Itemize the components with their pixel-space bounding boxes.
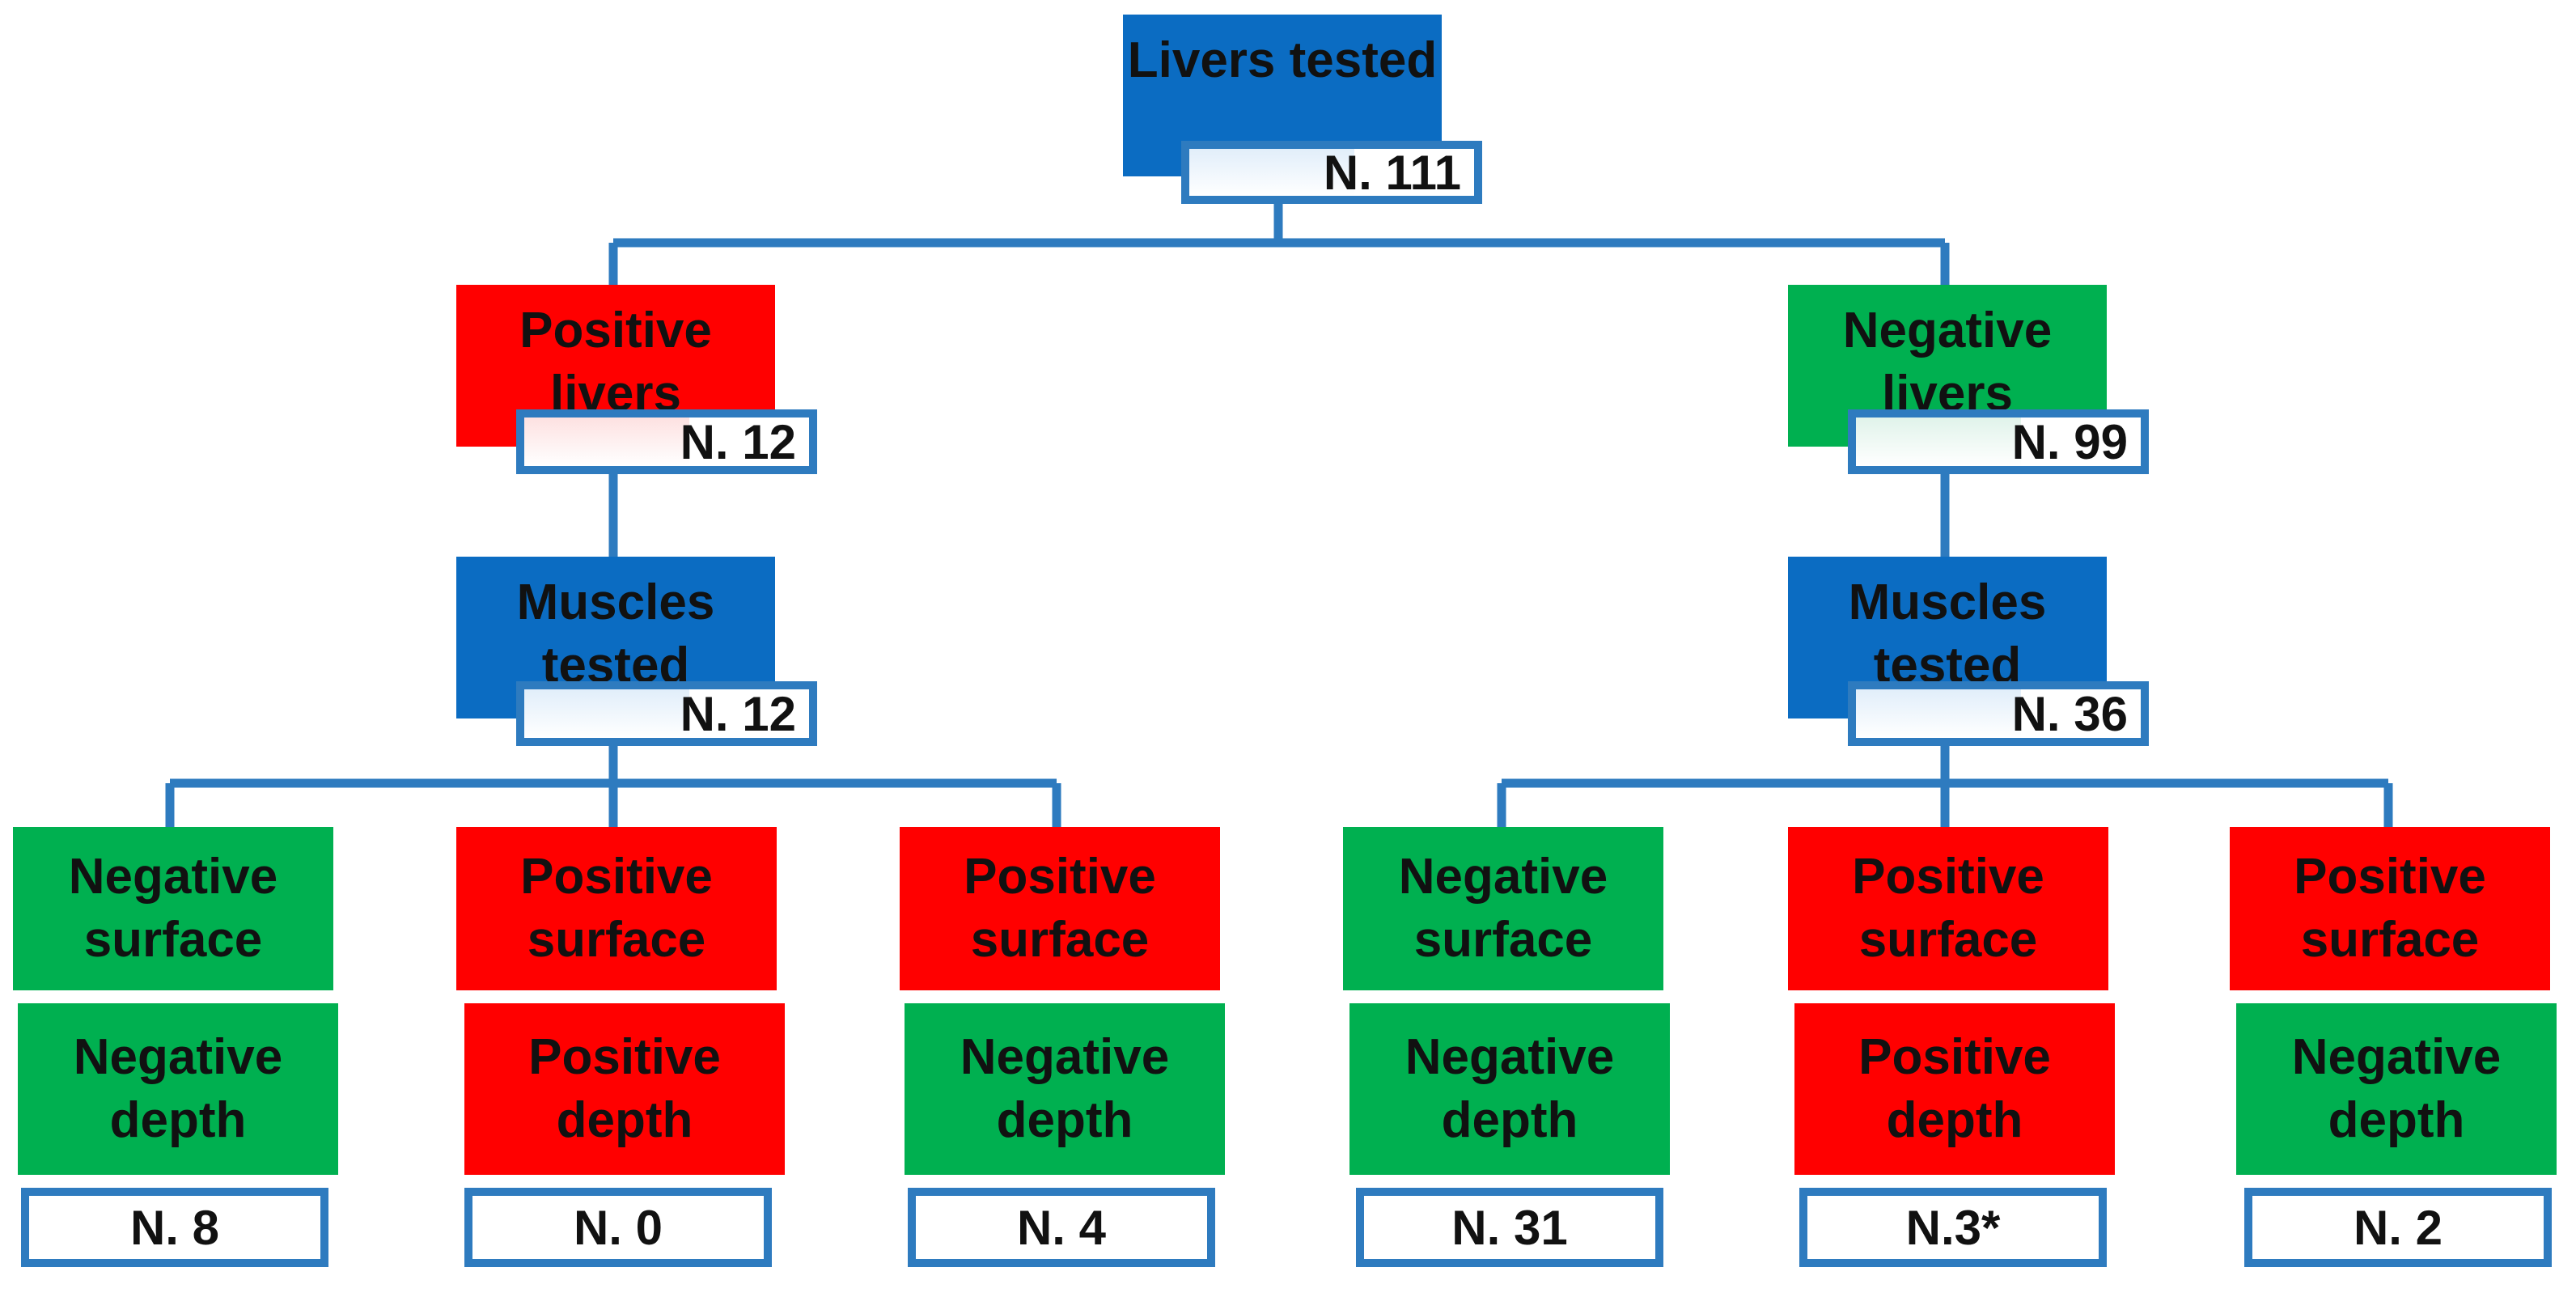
leaf-6-surface-label: Positive surface xyxy=(2294,849,2486,968)
leaf-3-count-value: N. 4 xyxy=(1016,1200,1107,1255)
leaf-3-count: N. 4 xyxy=(908,1188,1215,1267)
leaf-3-surface: Positive surface xyxy=(900,827,1220,990)
leaf-6-surface: Positive surface xyxy=(2230,827,2550,990)
node-negative-livers-label: Negative livers xyxy=(1842,303,2053,422)
leaf-6-count-value: N. 2 xyxy=(2353,1200,2443,1255)
leaf-1-depth-label: Negative depth xyxy=(73,1029,283,1148)
leaf-1-surface-label: Negative surface xyxy=(68,849,278,968)
leaf-4-count-value: N. 31 xyxy=(1451,1200,1568,1255)
node-positive-livers-label: Positive livers xyxy=(519,303,712,422)
count-livers-tested: N. 111 xyxy=(1181,141,1482,204)
node-muscles-tested-right-label: Muscles tested xyxy=(1848,574,2047,693)
leaf-2-count: N. 0 xyxy=(464,1188,772,1267)
count-negative-livers-value: N. 99 xyxy=(2011,414,2128,469)
leaf-6-depth: Negative depth xyxy=(2236,1003,2557,1175)
count-muscles-tested-left: N. 12 xyxy=(516,681,817,746)
leaf-6-count: N. 2 xyxy=(2244,1188,2552,1267)
leaf-2-depth-label: Positive depth xyxy=(528,1029,721,1148)
count-negative-livers: N. 99 xyxy=(1848,409,2149,474)
leaf-5-depth: Positive depth xyxy=(1794,1003,2115,1175)
count-muscles-tested-right-value: N. 36 xyxy=(2011,686,2128,741)
count-muscles-tested-right: N. 36 xyxy=(1848,681,2149,746)
node-muscles-tested-left-label: Muscles tested xyxy=(516,574,715,693)
leaf-1-count: N. 8 xyxy=(21,1188,328,1267)
leaf-2-count-value: N. 0 xyxy=(573,1200,663,1255)
leaf-3-depth: Negative depth xyxy=(905,1003,1225,1175)
leaf-2-depth: Positive depth xyxy=(464,1003,785,1175)
count-livers-tested-value: N. 111 xyxy=(1323,145,1461,200)
connector-root xyxy=(608,197,1950,285)
leaf-5-count-value: N.3* xyxy=(1905,1200,2001,1255)
node-livers-tested-label: Livers tested xyxy=(1127,32,1438,88)
leaf-2-surface-label: Positive surface xyxy=(520,849,713,968)
leaf-3-surface-label: Positive surface xyxy=(964,849,1156,968)
leaf-1-depth: Negative depth xyxy=(18,1003,338,1175)
leaf-4-surface: Negative surface xyxy=(1343,827,1663,990)
leaf-6-depth-label: Negative depth xyxy=(2291,1029,2502,1148)
connector-right-branch xyxy=(1497,744,2393,827)
count-muscles-tested-left-value: N. 12 xyxy=(680,686,796,741)
leaf-4-depth: Negative depth xyxy=(1349,1003,1670,1175)
leaf-4-surface-label: Negative surface xyxy=(1398,849,1608,968)
leaf-5-surface: Positive surface xyxy=(1788,827,2108,990)
leaf-4-depth-label: Negative depth xyxy=(1405,1029,1615,1148)
leaf-4-count: N. 31 xyxy=(1356,1188,1663,1267)
connector-left-branch xyxy=(165,744,1061,827)
leaf-3-depth-label: Negative depth xyxy=(960,1029,1170,1148)
leaf-5-depth-label: Positive depth xyxy=(1858,1029,2051,1148)
leaf-2-surface: Positive surface xyxy=(456,827,777,990)
leaf-5-surface-label: Positive surface xyxy=(1852,849,2044,968)
leaf-1-count-value: N. 8 xyxy=(129,1200,220,1255)
count-positive-livers: N. 12 xyxy=(516,409,817,474)
leaf-5-count: N.3* xyxy=(1799,1188,2107,1267)
leaf-1-surface: Negative surface xyxy=(13,827,333,990)
count-positive-livers-value: N. 12 xyxy=(680,414,796,469)
